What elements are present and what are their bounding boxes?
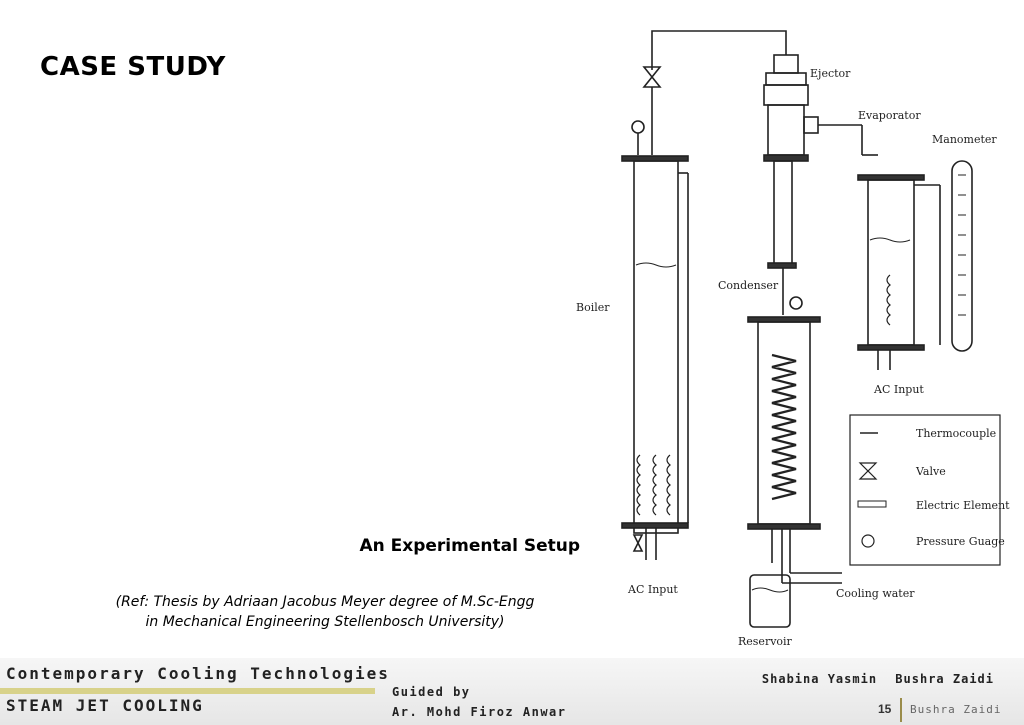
label-condenser: Condenser <box>718 279 779 292</box>
reference-note: (Ref: Thesis by Adriaan Jacobus Meyer de… <box>70 592 580 632</box>
valve-icon <box>858 462 878 472</box>
boiler-valve <box>642 66 662 79</box>
evaporator-vessel <box>867 179 915 346</box>
label-ac-input-evaporator: AC Input <box>873 383 924 396</box>
boiler-heating-element <box>636 454 671 516</box>
boiler-pressure-gauge <box>631 120 645 134</box>
condenser-coil <box>771 353 797 501</box>
footer-author-1: Shabina Yasmin <box>761 672 878 686</box>
evaporator-heating-element <box>886 274 891 326</box>
footer: Contemporary Cooling Technologies STEAM … <box>0 658 1024 725</box>
electric-element-icon <box>857 500 887 508</box>
label-ejector: Ejector <box>810 67 851 80</box>
boiler-vessel <box>633 160 679 534</box>
footer-authors: Shabina Yasmin Bushra Zaidi <box>752 672 994 686</box>
label-boiler: Boiler <box>576 301 610 314</box>
experimental-setup-diagram: Ejector Evaporator Manometer Boiler Cond… <box>576 30 1010 648</box>
label-ac-input-boiler: AC Input <box>627 583 678 596</box>
legend-thermocouple: Thermocouple <box>916 427 996 440</box>
legend-valve: Valve <box>915 465 946 478</box>
footer-guide-name: Ar. Mohd Firoz Anwar <box>392 705 567 719</box>
pressure-gauge-icon <box>861 534 875 548</box>
reservoir <box>749 574 791 628</box>
legend-electric-element: Electric Element <box>916 499 1010 512</box>
footer-divider <box>900 698 902 722</box>
legend-pressure-gauge: Pressure Guage <box>916 535 1005 548</box>
footer-guided-by: Guided by <box>392 685 471 699</box>
page-number: 15 <box>878 702 892 716</box>
footer-guide: Guided by Ar. Mohd Firoz Anwar <box>392 682 567 722</box>
top-steam-pipe <box>651 30 787 70</box>
condenser-pressure-gauge <box>789 296 803 310</box>
footer-author-2: Bushra Zaidi <box>895 672 994 686</box>
label-manometer: Manometer <box>932 133 997 146</box>
legend-box <box>849 414 1001 566</box>
reference-line-1: (Ref: Thesis by Adriaan Jacobus Meyer de… <box>115 594 535 610</box>
footer-stripe <box>0 688 375 694</box>
manometer <box>951 160 973 352</box>
ejector <box>773 54 799 74</box>
label-evaporator: Evaporator <box>858 109 921 122</box>
slide-title: CASE STUDY <box>40 52 226 82</box>
reference-line-2: in Mechanical Engineering Stellenbosch U… <box>145 614 505 630</box>
label-cooling-water: Cooling water <box>836 587 915 600</box>
footer-topic: STEAM JET COOLING <box>6 696 204 715</box>
footer-course-title: Contemporary Cooling Technologies <box>6 664 390 683</box>
footer-page-author: Bushra Zaidi <box>910 703 1002 716</box>
figure-caption: An Experimental Setup <box>359 536 580 556</box>
label-reservoir: Reservoir <box>738 635 793 648</box>
